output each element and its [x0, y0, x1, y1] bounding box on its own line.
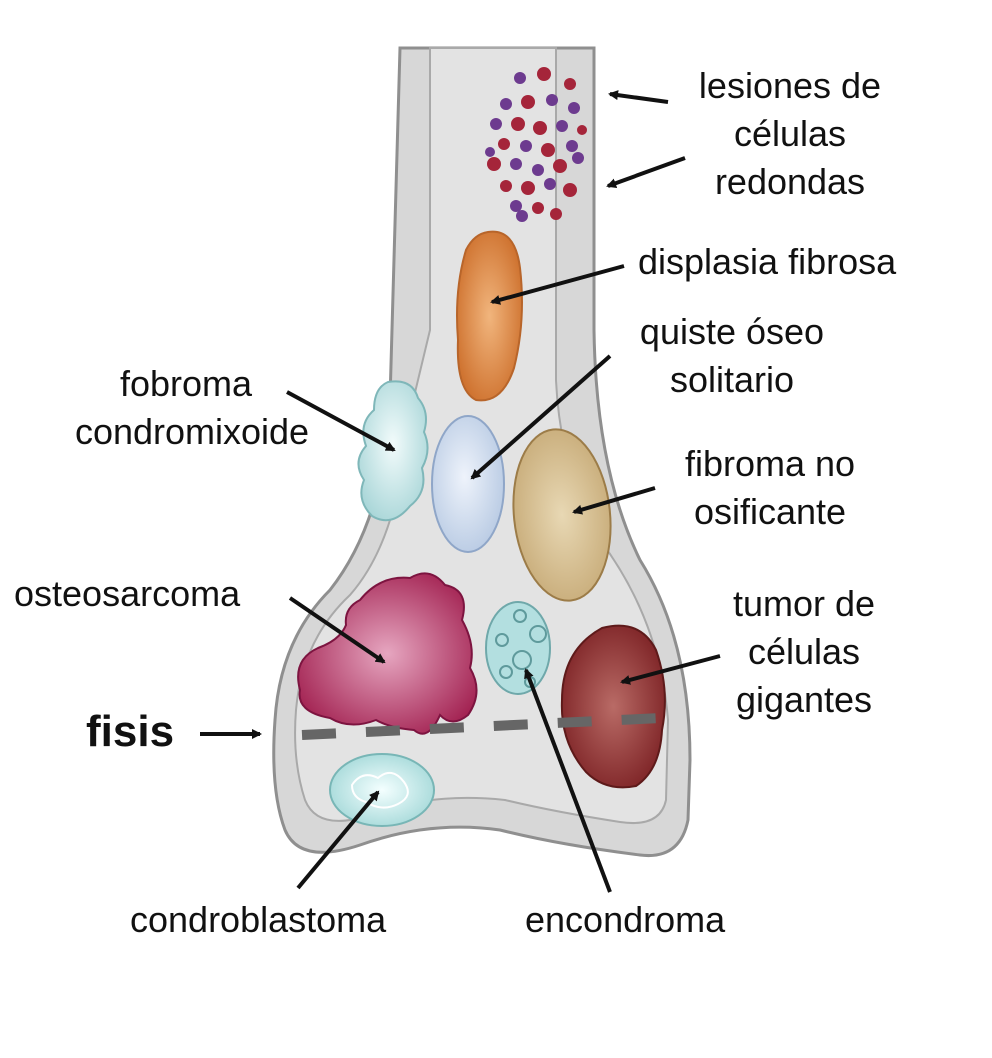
- label-giant-cell-line1: tumor de: [733, 583, 875, 624]
- chondroblastoma-lesion: [329, 753, 435, 827]
- label-round-cell-line2: células: [734, 113, 846, 154]
- giant-cell-tumor-lesion: [560, 624, 666, 789]
- round-cell-dot: [556, 120, 568, 132]
- round-cell-dot: [514, 72, 526, 84]
- label-round-cell-line1: lesiones de: [699, 65, 881, 106]
- label-fibrous-dysplasia: displasia fibrosa: [638, 241, 897, 282]
- round-cell-dot: [487, 157, 501, 171]
- round-cell-lesions: [485, 67, 587, 222]
- enchondroma-lacuna: [529, 625, 547, 643]
- arrow-chondromyxoid: [286, 390, 396, 452]
- enchondroma-lacuna: [513, 609, 527, 623]
- fibrous-dysplasia-lesion: [456, 230, 523, 402]
- label-bone-cyst-line1: quiste óseo: [640, 311, 824, 352]
- round-cell-dot: [572, 152, 584, 164]
- label-bone-cyst-line2: solitario: [670, 359, 794, 400]
- label-nonossifying-line1: fibroma no: [685, 443, 855, 484]
- round-cell-dot: [546, 94, 558, 106]
- arrow-giant-cell: [620, 654, 721, 685]
- label-chondroblastoma: condroblastoma: [130, 899, 387, 940]
- round-cell-dot: [532, 202, 544, 214]
- round-cell-dot: [510, 158, 522, 170]
- arrow-bone-cyst: [470, 354, 612, 480]
- round-cell-dot: [498, 138, 510, 150]
- enchondroma-lacuna: [512, 650, 532, 670]
- arrow-round-cell-upper: [608, 90, 669, 104]
- label-giant-cell-line2: células: [748, 631, 860, 672]
- round-cell-dot: [521, 181, 535, 195]
- round-cell-dot: [510, 200, 522, 212]
- round-cell-dot: [550, 208, 562, 220]
- round-cell-dot: [500, 180, 512, 192]
- round-cell-dot: [537, 67, 551, 81]
- arrow-fibrous-dysplasia: [490, 264, 625, 305]
- bone-cyst-lesion: [431, 415, 505, 553]
- label-chondromyxoid-line1: fobroma: [120, 363, 253, 404]
- round-cell-dot: [516, 210, 528, 222]
- enchondroma-lesion: [485, 601, 551, 695]
- round-cell-dot: [566, 140, 578, 152]
- round-cell-dot: [564, 78, 576, 90]
- round-cell-dot: [568, 102, 580, 114]
- label-nonossifying-line2: osificante: [694, 491, 846, 532]
- label-osteosarcoma: osteosarcoma: [14, 573, 241, 614]
- arrow-enchondroma: [524, 668, 612, 893]
- label-physis: fisis: [86, 707, 174, 756]
- round-cell-dot: [577, 125, 587, 135]
- label-enchondroma: encondroma: [525, 899, 726, 940]
- nonossifying-fibroma-lesion: [512, 428, 612, 602]
- round-cell-dot: [500, 98, 512, 110]
- round-cell-dot: [485, 147, 495, 157]
- arrow-nonossifying: [572, 486, 656, 515]
- round-cell-dot: [553, 159, 567, 173]
- chondroblastoma-pattern: [350, 771, 409, 809]
- enchondroma-lacuna: [499, 665, 513, 679]
- round-cell-dot: [520, 140, 532, 152]
- round-cell-dot: [490, 118, 502, 130]
- round-cell-dot: [544, 178, 556, 190]
- label-chondromyxoid-line2: condromixoide: [75, 411, 309, 452]
- arrow-chondroblastoma: [296, 790, 380, 890]
- osteosarcoma-lesion: [297, 572, 478, 735]
- round-cell-dot: [511, 117, 525, 131]
- label-round-cell-line3: redondas: [715, 161, 865, 202]
- arrow-round-cell-lower: [606, 156, 686, 188]
- round-cell-dot: [533, 121, 547, 135]
- arrow-osteosarcoma: [288, 596, 386, 664]
- label-giant-cell-line3: gigantes: [736, 679, 872, 720]
- round-cell-dot: [532, 164, 544, 176]
- round-cell-dot: [521, 95, 535, 109]
- round-cell-dot: [563, 183, 577, 197]
- round-cell-dot: [541, 143, 555, 157]
- enchondroma-lacuna: [495, 633, 509, 647]
